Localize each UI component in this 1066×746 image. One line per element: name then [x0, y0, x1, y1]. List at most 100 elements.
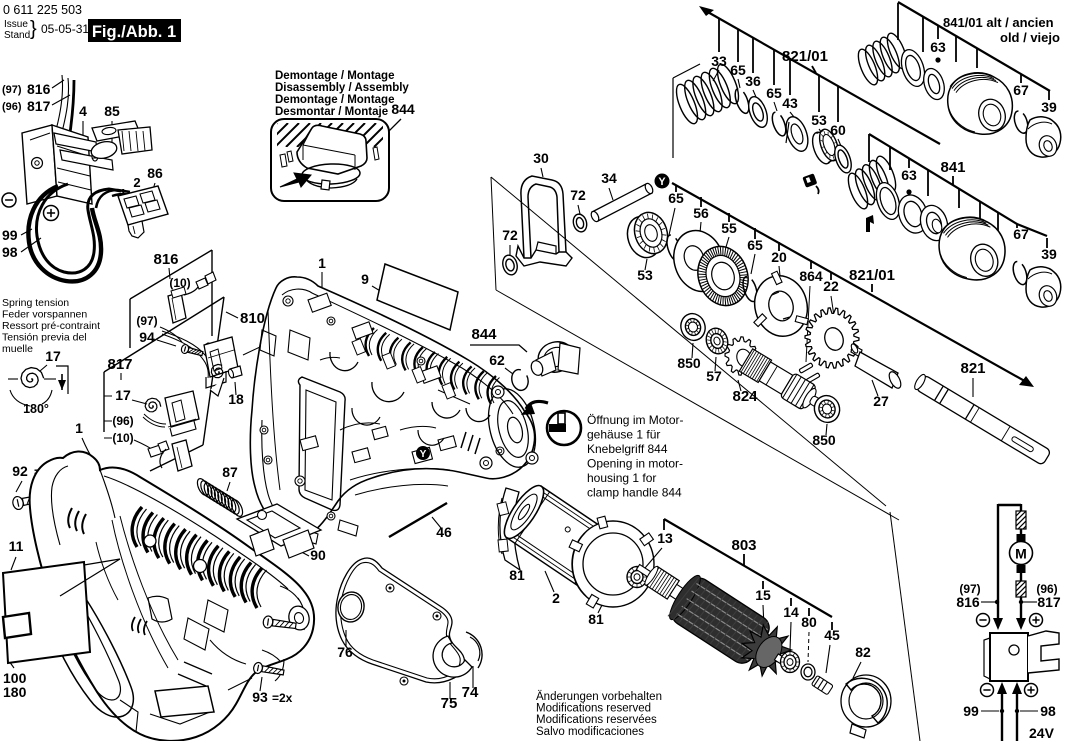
svg-text:57: 57 [706, 368, 722, 384]
svg-text:72: 72 [570, 187, 586, 203]
svg-text:Modifications reservées: Modifications reservées [536, 714, 657, 726]
svg-text:Fig./Abb. 1: Fig./Abb. 1 [92, 23, 176, 41]
svg-text:14: 14 [783, 604, 799, 620]
svg-text:22: 22 [823, 278, 839, 294]
svg-text:817: 817 [27, 98, 51, 114]
svg-text:1: 1 [318, 255, 326, 271]
svg-text:821/01: 821/01 [849, 267, 895, 284]
svg-text:2: 2 [552, 590, 560, 606]
svg-text:94: 94 [139, 329, 155, 345]
svg-text:(97): (97) [136, 314, 157, 328]
svg-text:33: 33 [711, 53, 727, 69]
svg-text:clamp handle 844: clamp handle 844 [587, 486, 682, 500]
svg-text:Disassembly / Assembly: Disassembly / Assembly [275, 82, 409, 94]
svg-text:62: 62 [489, 352, 505, 368]
svg-text:Demontage / Montage: Demontage / Montage [275, 70, 394, 82]
svg-text:(96): (96) [1036, 582, 1057, 596]
svg-text:27: 27 [873, 393, 889, 409]
svg-text:}: } [30, 18, 37, 40]
svg-text:67: 67 [1013, 226, 1029, 242]
svg-text:13: 13 [657, 530, 673, 546]
svg-text:Spring tension: Spring tension [2, 297, 69, 309]
svg-text:old / viejo: old / viejo [1000, 30, 1060, 45]
svg-text:810: 810 [240, 310, 265, 327]
svg-text:gehäuse 1 für: gehäuse 1 für [587, 428, 660, 442]
svg-text:15: 15 [755, 587, 771, 603]
svg-text:67: 67 [1013, 82, 1029, 98]
svg-text:45: 45 [824, 627, 840, 643]
svg-text:24V: 24V [1029, 725, 1055, 741]
svg-text:850: 850 [812, 432, 836, 448]
svg-text:4: 4 [79, 103, 87, 119]
svg-text:63: 63 [930, 39, 946, 55]
svg-text:82: 82 [855, 644, 871, 660]
svg-text:20: 20 [771, 249, 787, 265]
svg-text:864: 864 [799, 268, 823, 284]
svg-text:Desmontar / Montaje: Desmontar / Montaje [275, 106, 388, 118]
svg-text:86: 86 [147, 165, 163, 181]
svg-text:56: 56 [693, 205, 709, 221]
svg-text:Feder vorspannen: Feder vorspannen [2, 309, 87, 321]
svg-text:Y: Y [420, 449, 427, 460]
svg-text:53: 53 [637, 267, 653, 283]
svg-text:180°: 180° [23, 402, 49, 416]
svg-text:30: 30 [533, 150, 549, 166]
svg-text:Änderungen vorbehalten: Änderungen vorbehalten [536, 691, 662, 703]
svg-text:803: 803 [731, 537, 756, 554]
svg-text:Y: Y [658, 176, 666, 188]
svg-text:65: 65 [747, 237, 763, 253]
svg-text:99: 99 [2, 227, 18, 243]
svg-text:1: 1 [75, 420, 83, 436]
svg-text:85: 85 [104, 103, 120, 119]
svg-text:39: 39 [1041, 99, 1057, 115]
svg-text:(96): (96) [2, 101, 22, 113]
svg-text:844: 844 [471, 326, 497, 343]
svg-text:844: 844 [391, 101, 415, 117]
svg-text:99: 99 [963, 703, 979, 719]
svg-text:Salvo modificaciones: Salvo modificaciones [536, 726, 644, 738]
svg-text:65: 65 [668, 190, 684, 206]
svg-text:housing 1 for: housing 1 for [587, 471, 656, 485]
svg-text:98: 98 [1040, 703, 1056, 719]
svg-text:850: 850 [677, 355, 701, 371]
svg-text:M: M [1015, 546, 1027, 562]
svg-text:98: 98 [2, 244, 18, 260]
svg-text:816: 816 [27, 81, 51, 97]
svg-text:63: 63 [901, 167, 917, 183]
svg-text:Demontage / Montage: Demontage / Montage [275, 94, 394, 106]
svg-text:180: 180 [3, 684, 27, 700]
svg-text:87: 87 [222, 464, 238, 480]
svg-text:Tensión previa del: Tensión previa del [2, 332, 87, 344]
svg-text:(96): (96) [112, 414, 133, 428]
svg-text:=2x: =2x [272, 691, 293, 705]
svg-text:817: 817 [107, 356, 132, 373]
svg-text:17: 17 [45, 348, 61, 364]
svg-text:92: 92 [12, 463, 28, 479]
svg-text:53: 53 [811, 112, 827, 128]
svg-text:816: 816 [153, 251, 178, 268]
svg-text:93: 93 [252, 689, 268, 705]
svg-text:43: 43 [782, 95, 798, 111]
svg-text:817: 817 [1037, 594, 1061, 610]
svg-text:Modifications reserved: Modifications reserved [536, 703, 651, 715]
svg-text:Ressort pré-contraint: Ressort pré-contraint [2, 320, 100, 332]
svg-text:17: 17 [115, 387, 131, 403]
svg-text:76: 76 [337, 644, 353, 660]
svg-text:11: 11 [9, 538, 24, 554]
svg-text:(10): (10) [169, 276, 190, 290]
svg-text:Öffnung im Motor-: Öffnung im Motor- [587, 413, 683, 427]
svg-text:816: 816 [956, 594, 980, 610]
svg-text:18: 18 [228, 391, 244, 407]
svg-text:821: 821 [960, 360, 985, 377]
svg-text:74: 74 [462, 684, 479, 701]
svg-text:841/01 alt / ancien: 841/01 alt / ancien [943, 15, 1054, 30]
svg-text:100: 100 [3, 670, 27, 686]
svg-text:(97): (97) [959, 582, 980, 596]
svg-text:65: 65 [766, 85, 782, 101]
svg-text:80: 80 [801, 614, 817, 630]
svg-text:(10): (10) [112, 431, 133, 445]
svg-text:Opening in motor-: Opening in motor- [587, 457, 683, 471]
svg-text:824: 824 [732, 388, 758, 405]
svg-text:2: 2 [133, 175, 140, 190]
svg-text:0 611 225 503: 0 611 225 503 [3, 3, 82, 17]
